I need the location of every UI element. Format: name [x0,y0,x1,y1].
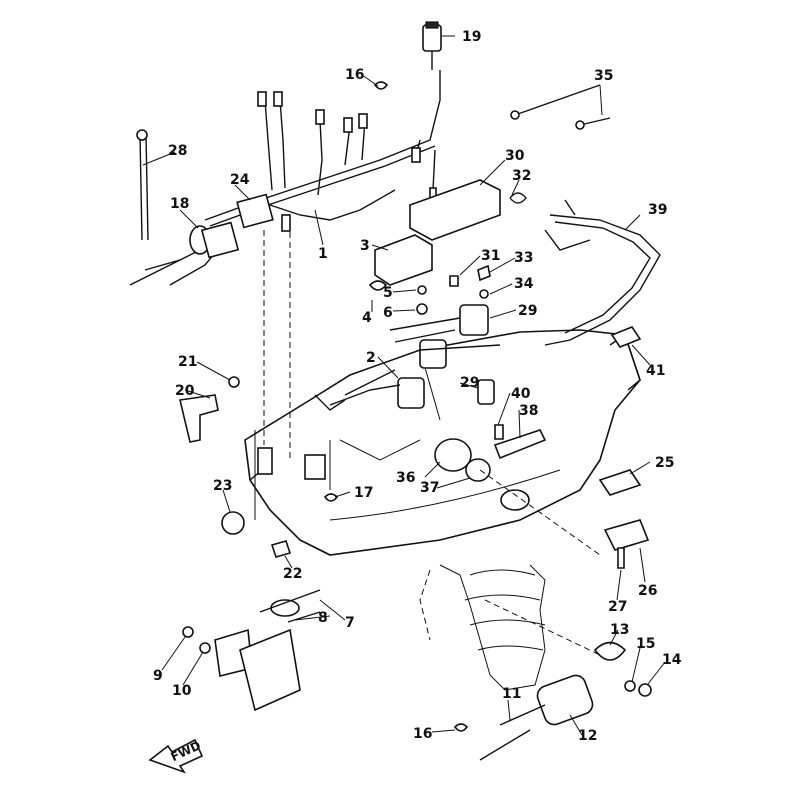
harness-clamp-block [236,193,274,229]
cable-tie [136,129,149,241]
callout-9: 9 [153,668,163,684]
cover-30 [409,179,501,241]
callout-18: 18 [170,196,189,212]
relay-29-low [477,379,495,405]
plate-38 [493,429,547,460]
leader-lines [142,35,666,736]
callout-29-low: 29 [460,375,479,391]
callout-31: 31 [481,248,500,264]
callout-19: 19 [462,29,481,45]
lead-35 [514,84,611,126]
clip-bottom [453,723,469,732]
rectifier-assembly [214,589,321,712]
cover-3 [374,234,433,286]
bolt-40 [494,424,504,440]
callout-24: 24 [230,172,250,188]
washer-34 [479,289,489,299]
callout-29-top: 29 [518,303,537,319]
main-connector [189,221,240,259]
callout-33: 33 [514,250,533,266]
bracket-20 [179,394,219,443]
ring-37 [465,458,491,482]
callout-21: 21 [178,354,197,370]
grommet-4 [368,280,388,291]
callout-20: 20 [175,383,195,399]
bracket-26 [603,519,650,551]
battery-cable-39 [544,214,661,346]
clip-17 [323,493,339,502]
clamp-32 [509,192,527,204]
callout-8: 8 [318,610,328,626]
callout-2: 2 [366,350,376,366]
bolt-9 [182,626,194,638]
callout-4: 4 [362,310,372,326]
callout-25: 25 [655,455,674,471]
callout-28: 28 [168,143,187,159]
bolt-14 [638,683,652,697]
callout-22: 22 [283,566,302,582]
starter-motor [479,674,594,761]
callout-6: 6 [383,305,393,321]
callout-36: 36 [396,470,415,486]
callout-13: 13 [610,622,629,638]
callout-10: 10 [172,683,192,699]
callout-38: 38 [519,403,538,419]
fuse-holder-cap [422,21,442,70]
callout-1: 1 [318,246,328,262]
relay-leads [329,317,501,406]
callout-34: 34 [514,276,534,292]
relay-29-top [459,304,489,336]
grommet-22 [270,540,292,558]
plug-23 [221,511,245,535]
callout-41: 41 [646,363,665,379]
bolt-21 [228,376,240,388]
callout-39: 39 [648,202,667,218]
callout-7: 7 [345,615,355,631]
relay-29-mid [419,339,447,369]
callout-3: 3 [360,238,370,254]
screw-33 [477,264,491,282]
relay-2 [397,377,425,409]
fwd-arrow-icon: FWD [148,738,204,774]
callout-16-top: 16 [345,67,364,83]
callout-40: 40 [511,386,531,402]
callout-30: 30 [505,148,525,164]
clip-top [373,81,389,90]
bracket-25 [598,469,642,496]
callout-27: 27 [608,599,627,615]
clip-41 [610,326,642,348]
washer-15 [624,680,636,692]
bolt-5 [417,285,427,295]
screw-31 [449,275,459,287]
callout-37: 37 [420,480,439,496]
callout-32: 32 [512,168,531,184]
washer-10 [199,642,211,654]
callout-35: 35 [594,68,613,84]
callout-5: 5 [383,285,393,301]
band-13 [593,641,627,661]
callout-26: 26 [638,583,657,599]
callout-15: 15 [636,636,655,652]
callout-12: 12 [578,728,597,744]
pin-27 [617,547,625,569]
callout-16-bottom: 16 [413,726,432,742]
callout-11: 11 [502,686,521,702]
callout-23: 23 [213,478,232,494]
lower-unit-silhouette [419,564,546,691]
callout-14: 14 [662,652,682,668]
callout-17: 17 [354,485,373,501]
grommet-36 [434,438,472,472]
washer-6 [416,303,428,315]
